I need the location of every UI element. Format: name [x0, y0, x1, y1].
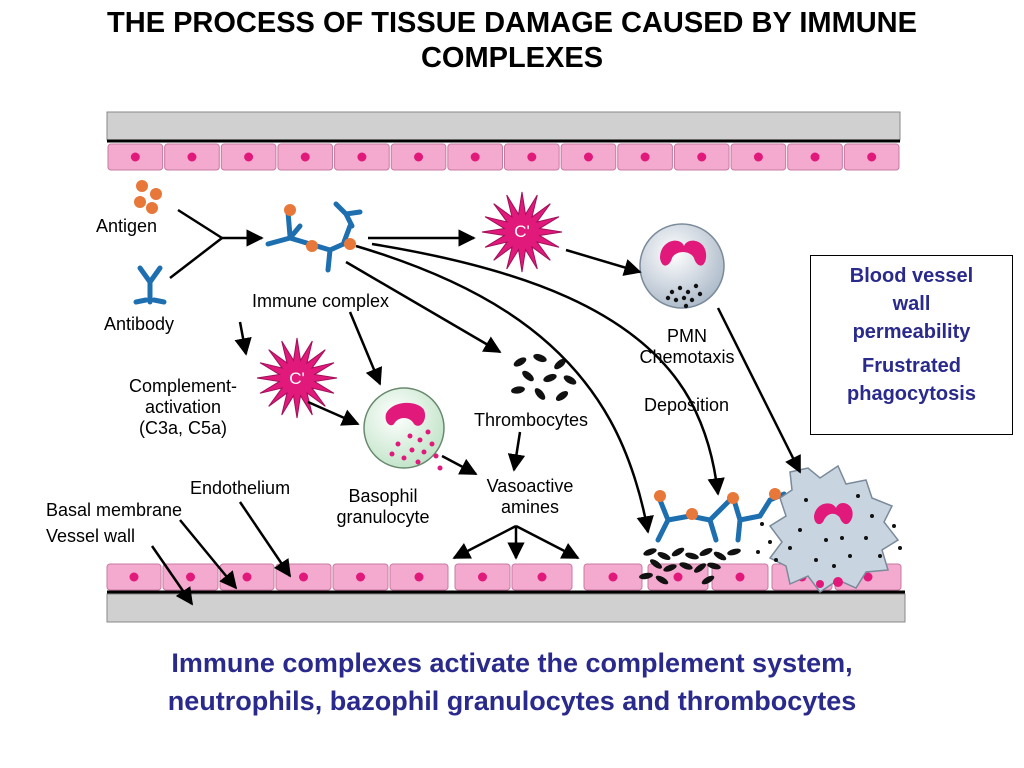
- label-vasoactive-amines: Vasoactive amines: [468, 476, 592, 518]
- complement-line-1: Complement-: [128, 376, 238, 396]
- complement-symbol-top: C': [514, 222, 530, 241]
- vasoactive-line-2: amines: [500, 497, 560, 517]
- cell-nucleus: [242, 572, 252, 582]
- process-arrows: [150, 229, 802, 606]
- complement-line-2: activation: [144, 397, 222, 417]
- label-vessel-wall: Vessel wall: [46, 526, 136, 546]
- deposited-thrombocytes: [639, 547, 741, 585]
- basophil-cell: [363, 387, 445, 471]
- pmn-cell: [639, 223, 725, 309]
- cell-nucleus: [186, 572, 195, 582]
- cell-nucleus: [863, 572, 873, 582]
- cell-nucleus: [608, 572, 618, 582]
- result-line-1: Blood vessel: [849, 265, 974, 287]
- cell-nucleus: [478, 572, 487, 582]
- result-line-3: permeability: [852, 321, 971, 343]
- cell-nucleus: [673, 572, 683, 582]
- label-immune-complex: Immune complex: [252, 291, 390, 311]
- cell-nucleus: [357, 152, 367, 162]
- title-line-2: COMPLEXES: [420, 42, 604, 74]
- result-line-2: wall: [892, 293, 931, 315]
- thrombocytes-icon: [511, 353, 577, 401]
- frustrated-phagocyte: [756, 464, 902, 594]
- result-line-5: phagocytosis: [847, 383, 976, 405]
- cell-nucleus: [527, 152, 537, 162]
- top-endothelium-cells: [107, 143, 900, 171]
- cell-nucleus: [753, 152, 763, 162]
- cell-nucleus: [640, 152, 650, 162]
- antigen-icon: [134, 180, 162, 214]
- label-basal-membrane: Basal membrane: [46, 500, 183, 520]
- cell-nucleus: [414, 152, 424, 162]
- label-pmn: PMN Chemotaxis: [624, 326, 750, 368]
- pmn-line-2: Chemotaxis: [639, 347, 735, 367]
- cell-nucleus: [244, 152, 254, 162]
- result-line-4: Frustrated: [862, 355, 961, 377]
- complement-symbol-middle: C': [289, 369, 305, 388]
- complement-line-3: (C3a, C5a): [138, 418, 228, 438]
- footer-line-1: Immune complexes activate the complement…: [171, 648, 853, 678]
- cell-nucleus: [130, 152, 140, 162]
- deposited-immune-complexes: [654, 488, 787, 543]
- basophil-line-1: Basophil: [348, 486, 418, 506]
- cell-nucleus: [697, 152, 707, 162]
- basophil-line-2: granulocyte: [336, 507, 430, 527]
- cell-nucleus: [810, 152, 820, 162]
- cell-nucleus: [187, 152, 197, 162]
- cell-nucleus: [867, 152, 877, 162]
- cell-nucleus: [129, 572, 139, 582]
- label-endothelium: Endothelium: [190, 478, 291, 498]
- page-title: THE PROCESS OF TISSUE DAMAGE CAUSED BY I…: [0, 6, 1024, 76]
- cell-nucleus: [583, 152, 593, 162]
- label-basophil: Basophil granulocyte: [318, 486, 448, 528]
- cell-nucleus: [414, 572, 424, 582]
- merge-lines: [169, 208, 264, 279]
- label-deposition: Deposition: [644, 395, 730, 415]
- immune-complex-diagram: C' C': [106, 111, 906, 623]
- bottom-vessel-wall: [106, 590, 906, 623]
- cell-nucleus: [470, 152, 480, 162]
- complement-star-top: C': [481, 191, 563, 273]
- cell-nucleus: [300, 152, 310, 162]
- complement-star-middle: C': [256, 337, 338, 419]
- antibody-icon: [133, 265, 167, 305]
- title-line-1: THE PROCESS OF TISSUE DAMAGE CAUSED BY I…: [107, 7, 917, 39]
- cell-nucleus: [537, 572, 547, 582]
- cell-nucleus: [299, 572, 308, 582]
- top-vessel-wall: [106, 111, 901, 143]
- immune-complex-icon: [265, 201, 363, 273]
- cell-nucleus: [735, 572, 745, 582]
- footer-line-2: neutrophils, bazophil granulocytes and t…: [167, 686, 857, 716]
- vasoactive-line-1: Vasoactive: [486, 476, 574, 496]
- label-complement-activation: Complement- activation (C3a, C5a): [108, 376, 258, 439]
- label-antibody: Antibody: [104, 314, 175, 334]
- label-antigen: Antigen: [96, 216, 158, 236]
- pmn-line-1: PMN: [667, 326, 707, 346]
- label-thrombocytes: Thrombocytes: [474, 410, 589, 430]
- footer-caption: Immune complexes activate the complement…: [0, 644, 1024, 720]
- cell-nucleus: [356, 572, 365, 582]
- result-box: Blood vessel wall permeability Frustrate…: [810, 255, 1013, 435]
